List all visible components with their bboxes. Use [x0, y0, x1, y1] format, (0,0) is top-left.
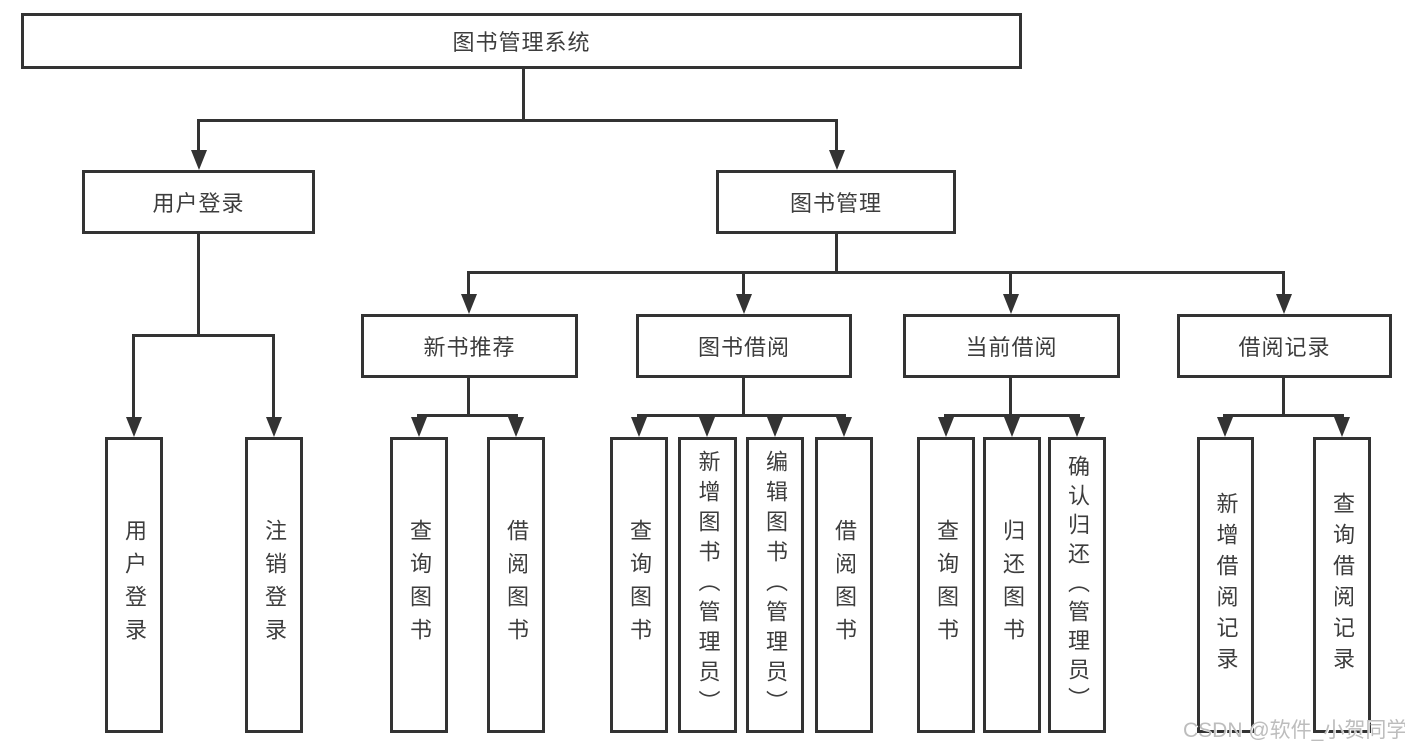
connector-drop	[1282, 271, 1285, 297]
leaf-edit-books-admin: 编辑图书（管理员）	[746, 437, 804, 733]
node-label: 确认归还（管理员）	[1065, 454, 1090, 716]
connector-drop	[197, 119, 200, 153]
arrow-down-icon	[767, 417, 783, 437]
node-book-management: 图书管理	[716, 170, 956, 234]
arrow-down-icon	[461, 294, 477, 314]
node-label: 查询图书	[627, 519, 652, 651]
arrow-down-icon	[631, 417, 647, 437]
arrow-down-icon	[736, 294, 752, 314]
leaf-query-borrow-record: 查询借阅记录	[1313, 437, 1371, 733]
leaf-confirm-return-admin: 确认归还（管理员）	[1048, 437, 1106, 733]
node-new-book-recommendation: 新书推荐	[361, 314, 578, 378]
node-label: 当前借阅	[965, 335, 1058, 360]
node-user-login: 用户登录	[82, 170, 315, 234]
connector-bar	[1223, 414, 1344, 417]
node-label: 图书管理系统	[452, 30, 591, 55]
connector-trunk	[1009, 378, 1012, 417]
arrow-down-icon	[1069, 417, 1085, 437]
node-book-borrowing: 图书借阅	[636, 314, 852, 378]
node-label: 借阅记录	[1238, 335, 1331, 360]
connector-trunk	[467, 378, 470, 417]
arrow-down-icon	[126, 417, 142, 437]
connector-drop	[1009, 271, 1012, 297]
connector-bar	[132, 334, 275, 337]
node-label: 图书借阅	[697, 335, 790, 360]
connector-trunk	[1282, 378, 1285, 417]
connector-bar	[637, 414, 846, 417]
arrow-down-icon	[1004, 417, 1020, 437]
arrow-down-icon	[508, 417, 524, 437]
node-library-management-system: 图书管理系统	[21, 13, 1022, 69]
node-label: 新书推荐	[423, 335, 516, 360]
connector-drop	[132, 334, 135, 420]
leaf-user-login: 用户登录	[105, 437, 163, 733]
leaf-borrow-books: 借阅图书	[815, 437, 873, 733]
node-label: 借阅图书	[832, 519, 857, 651]
arrow-down-icon	[191, 150, 207, 170]
leaf-query-books-borrow: 查询图书	[610, 437, 668, 733]
arrow-down-icon	[938, 417, 954, 437]
connector-bar	[467, 271, 1285, 274]
node-label: 归还图书	[1000, 519, 1025, 651]
node-label: 用户登录	[152, 191, 245, 216]
node-label: 新增图书（管理员）	[695, 450, 721, 720]
leaf-logout-login: 注销登录	[245, 437, 303, 733]
arrow-down-icon	[1276, 294, 1292, 314]
connector-drop	[467, 271, 470, 297]
arrow-down-icon	[699, 417, 715, 437]
node-label: 用户登录	[122, 519, 147, 651]
connector-trunk	[835, 234, 838, 274]
arrow-down-icon	[829, 150, 845, 170]
node-label: 注销登录	[262, 519, 287, 651]
leaf-return-books: 归还图书	[983, 437, 1041, 733]
connector-bar	[417, 414, 518, 417]
node-label: 查询图书	[934, 519, 959, 651]
node-label: 查询借阅记录	[1330, 492, 1355, 678]
connector-drop	[742, 271, 745, 297]
csdn-watermark: CSDN @软件_小贺同学	[1183, 719, 1405, 742]
node-label: 图书管理	[789, 191, 882, 216]
arrow-down-icon	[266, 417, 282, 437]
connector-drop	[835, 119, 838, 153]
leaf-add-borrow-record: 新增借阅记录	[1197, 437, 1254, 733]
node-current-borrowing: 当前借阅	[903, 314, 1120, 378]
leaf-borrow-books-recommend: 借阅图书	[487, 437, 545, 733]
arrow-down-icon	[1003, 294, 1019, 314]
connector-bar	[197, 119, 838, 122]
node-label: 查询图书	[407, 519, 432, 651]
node-label: 编辑图书（管理员）	[763, 450, 788, 720]
connector-bar	[944, 414, 1080, 417]
arrow-down-icon	[411, 417, 427, 437]
node-label: 借阅图书	[504, 519, 529, 651]
leaf-query-books-recommend: 查询图书	[390, 437, 448, 733]
connector-trunk	[742, 378, 745, 417]
connector-trunk	[197, 234, 200, 337]
connector-drop	[272, 334, 275, 420]
arrow-down-icon	[1334, 417, 1350, 437]
leaf-add-books-admin: 新增图书（管理员）	[678, 437, 737, 733]
arrow-down-icon	[836, 417, 852, 437]
arrow-down-icon	[1217, 417, 1233, 437]
node-label: 新增借阅记录	[1213, 492, 1239, 678]
connector-trunk	[522, 69, 525, 120]
node-borrowing-records: 借阅记录	[1177, 314, 1392, 378]
leaf-query-books-current: 查询图书	[917, 437, 975, 733]
